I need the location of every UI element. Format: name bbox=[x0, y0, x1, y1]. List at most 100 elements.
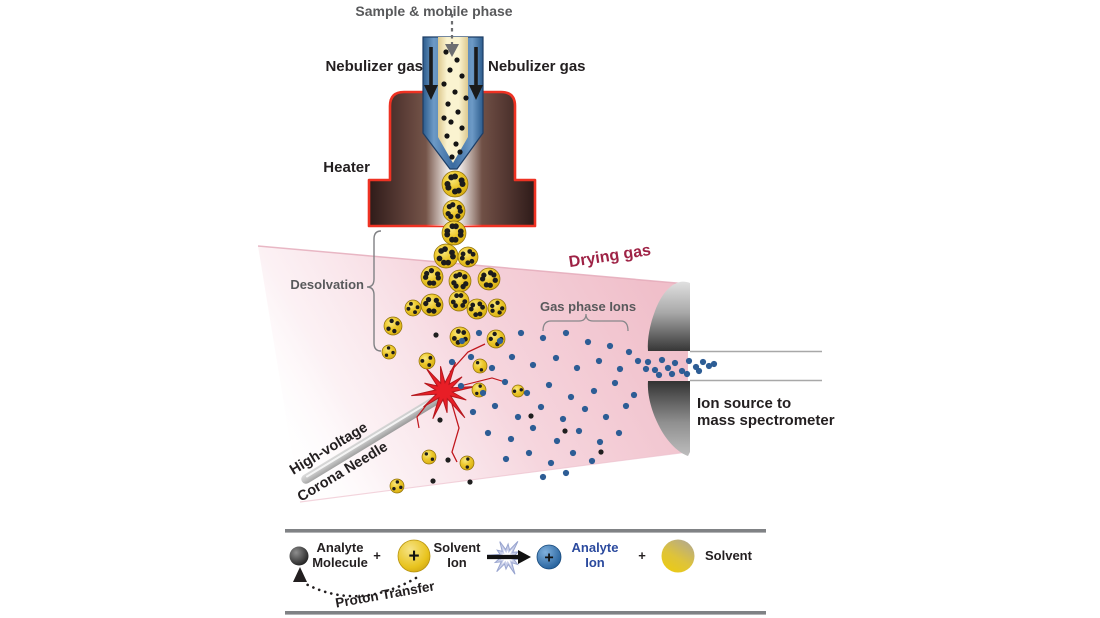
droplet bbox=[448, 269, 472, 293]
analyte-molecule-icon bbox=[289, 546, 309, 566]
ion-dot bbox=[562, 329, 570, 337]
legend-bottom-rule bbox=[285, 611, 766, 615]
desolvation-brace bbox=[366, 230, 382, 352]
ion-dot bbox=[525, 449, 533, 457]
sample-inlet-arrowhead bbox=[445, 44, 459, 57]
legend-plus-1: + bbox=[373, 548, 381, 563]
ion-dot bbox=[622, 402, 630, 410]
nebulizer-gas-label-right: Nebulizer gas bbox=[488, 58, 586, 75]
ion-dot bbox=[596, 438, 604, 446]
reaction-arrowhead bbox=[518, 550, 531, 564]
analyte-ion-icon bbox=[536, 544, 562, 570]
droplet bbox=[448, 290, 470, 312]
analyte-dot bbox=[562, 428, 568, 434]
droplet bbox=[477, 267, 501, 291]
ion-dot bbox=[602, 413, 610, 421]
sample-droplet-dots bbox=[441, 49, 469, 160]
droplet bbox=[389, 478, 405, 494]
ion-dot bbox=[678, 367, 686, 375]
ion-dot bbox=[537, 403, 545, 411]
droplet bbox=[418, 352, 436, 370]
sample-channel bbox=[438, 37, 468, 163]
legend-top-rule bbox=[285, 529, 766, 533]
ion-dot bbox=[611, 379, 619, 387]
analyte-ion-charge: + bbox=[544, 550, 553, 567]
droplet bbox=[420, 265, 444, 289]
ion-dot bbox=[501, 378, 509, 386]
ion-dot bbox=[630, 391, 638, 399]
ion-dot bbox=[567, 393, 575, 401]
nebulizer-tube bbox=[422, 14, 484, 170]
droplet bbox=[487, 298, 507, 318]
ion-dot bbox=[695, 367, 703, 375]
ion-dot bbox=[562, 469, 570, 477]
ion-dot bbox=[469, 408, 477, 416]
ion-dot bbox=[575, 427, 583, 435]
droplet bbox=[441, 170, 469, 198]
ion-dot bbox=[539, 473, 547, 481]
analyte-dot bbox=[445, 457, 451, 463]
ion-dot bbox=[699, 358, 707, 366]
ion-dot bbox=[539, 334, 547, 342]
solvent-ion-label-line2: Ion bbox=[447, 554, 467, 570]
ion-dot bbox=[508, 353, 516, 361]
proton-transfer-dotted-arc bbox=[304, 576, 418, 598]
ion-dot bbox=[491, 402, 499, 410]
analyte-dot bbox=[598, 449, 604, 455]
proton-transfer-arrowhead bbox=[293, 567, 307, 582]
ion-dot bbox=[553, 437, 561, 445]
ion-dot bbox=[642, 365, 650, 373]
solvent-ion-icon bbox=[397, 539, 431, 573]
ion-dot bbox=[488, 364, 496, 372]
ion-dot bbox=[658, 356, 666, 364]
droplet bbox=[459, 455, 475, 471]
ion-dot bbox=[552, 354, 560, 362]
nebulizer-gas-label-left: Nebulizer gas bbox=[325, 58, 423, 75]
nebulizer-gas-arrowhead-right bbox=[469, 85, 483, 100]
ion-dot bbox=[496, 337, 504, 345]
solvent-ion-label-line1: Solvent bbox=[433, 540, 481, 555]
analyte-dot bbox=[433, 332, 439, 338]
ion-dot bbox=[606, 342, 614, 350]
gas-phase-ions-brace bbox=[542, 313, 629, 332]
ion-dot bbox=[457, 382, 465, 390]
analyte-dot bbox=[437, 417, 443, 423]
desolvation-label: Desolvation bbox=[290, 277, 364, 292]
ion-dot bbox=[484, 429, 492, 437]
ion-dot bbox=[529, 424, 537, 432]
ion-dot bbox=[514, 413, 522, 421]
analyte-dot bbox=[467, 479, 473, 485]
ion-dot bbox=[475, 329, 483, 337]
ion-dot bbox=[655, 371, 663, 379]
droplet bbox=[457, 246, 479, 268]
ion-dot bbox=[590, 387, 598, 395]
legend: + + bbox=[285, 529, 766, 615]
desolvating-droplets bbox=[381, 170, 525, 494]
ion-dot bbox=[467, 353, 475, 361]
droplet bbox=[466, 298, 488, 320]
ion-dot bbox=[625, 348, 633, 356]
droplet bbox=[472, 358, 488, 374]
sample-mobile-phase-label: Sample & mobile phase bbox=[355, 3, 513, 19]
ms-inlet-cone bbox=[647, 281, 822, 456]
analyte-dot bbox=[528, 413, 534, 419]
heater-label: Heater bbox=[323, 159, 370, 176]
ion-dot bbox=[668, 370, 676, 378]
solvent-ion-charge: + bbox=[408, 546, 419, 567]
analyte-ion-label-line2: Ion bbox=[585, 554, 605, 570]
ion-source-label: Ion source to mass spectrometer bbox=[697, 395, 835, 430]
ion-dot bbox=[517, 329, 525, 337]
analyte-ion-label: Analyte Ion bbox=[566, 540, 624, 571]
ion-dot bbox=[573, 364, 581, 372]
ion-dot bbox=[547, 459, 555, 467]
droplet bbox=[511, 384, 525, 398]
droplet bbox=[441, 220, 467, 246]
droplet bbox=[449, 326, 471, 348]
analyte-molecule-label-line2: Molecule bbox=[312, 554, 368, 570]
ion-dot bbox=[529, 361, 537, 369]
analyte-dot bbox=[430, 478, 436, 484]
ion-dot bbox=[671, 359, 679, 367]
ion-dot bbox=[581, 405, 589, 413]
